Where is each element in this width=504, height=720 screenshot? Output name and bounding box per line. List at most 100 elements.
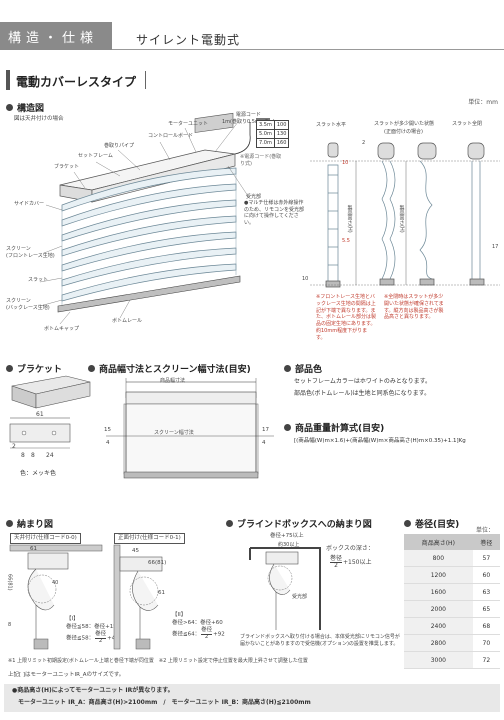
ceiling-fit-title: 天井付け(仕様コード0-0)	[10, 533, 81, 545]
roll-header-height: 商品高さ(H)	[404, 534, 473, 550]
bracket-heading: ブラケット	[6, 362, 62, 375]
fit-heading: 納まり図	[6, 517, 53, 530]
bottom-note-box	[4, 684, 500, 712]
blind-box-top-sub: 約30以上	[278, 542, 300, 548]
slat-label: スラット	[28, 277, 49, 283]
cord-cell: 7.0m	[256, 138, 275, 148]
ceiling-dim-66: 66(81)	[6, 574, 13, 591]
cord-cell: 100	[273, 120, 290, 130]
cord-cell: 5.0m	[256, 129, 275, 139]
table-cell: 2400	[404, 617, 473, 635]
parts-color-line2: 部品色(ボトムレール)は生地と同系色になります。	[294, 390, 431, 397]
ceiling-fit-drawing	[9, 544, 103, 650]
note-left: ※フロントレース生地とバックレース生地の間隔は上記が下端で異なります。また、ボト…	[316, 294, 377, 341]
bullet-icon	[6, 365, 13, 372]
blind-box-note: ブラインドボックスへ取り付ける場合は、本体受光部にリモコン信号が届かないことがあ…	[240, 634, 400, 647]
weight-heading-text: 商品重量計算式(目安)	[295, 424, 385, 434]
bracket-drawing	[9, 375, 91, 449]
state-level-label: スラット水平	[316, 122, 347, 128]
screen-width-heading-text: 商品幅寸法とスクリーン幅寸法(目安)	[99, 365, 251, 375]
bottom-cap-label: ボトムキャップ	[44, 326, 80, 332]
table-cell: 65	[472, 600, 500, 618]
bracket-dim-2: 2	[12, 443, 16, 450]
dim-left-15: 15	[104, 427, 111, 433]
subheader-end-divider	[145, 71, 146, 89]
dim-height-2: 製品高さ(H)	[398, 205, 405, 233]
table-cell: 63	[472, 583, 500, 601]
product-width-label: 商品幅寸法	[160, 378, 186, 384]
table-cell: 2000	[404, 600, 473, 618]
front-note1: 巻径>64：巻径+60	[172, 620, 223, 626]
page-title: サイレント電動式	[136, 33, 241, 47]
section-header: 構造・仕様	[0, 22, 112, 50]
table-cell: 68	[472, 617, 500, 635]
screen-width-label: スクリーン幅寸法	[154, 430, 194, 436]
state-half-sub-label: (正面付けの場合)	[384, 129, 423, 135]
table-cell: 2800	[404, 634, 473, 652]
front-dim-45: 45	[132, 548, 139, 554]
dim-10b: 10	[302, 276, 309, 282]
ceiling-dim-61: 61	[30, 546, 37, 552]
side-cover-label: サイドカバー	[14, 201, 45, 207]
ceiling-dim-8: 8	[8, 622, 12, 628]
front-fit-drawing	[113, 544, 163, 650]
blind-box-heading-text: ブラインドボックスへの納まり図	[237, 520, 372, 530]
ceiling-note1: 巻径≦58：巻径+15	[66, 624, 117, 630]
structure-heading-text: 構造図	[17, 104, 45, 114]
bracket-dim-8a: 8	[21, 452, 25, 459]
slat-states-drawing	[310, 142, 500, 288]
cord-cell: 160	[273, 138, 290, 148]
cord-cell: 130	[273, 129, 290, 139]
table-cell: 70	[472, 634, 500, 652]
bullet-icon	[284, 365, 291, 372]
blind-box-heading: ブラインドボックスへの納まり図	[226, 517, 372, 530]
cord-cell: 3.5m	[256, 120, 275, 130]
dim-17: 17	[492, 244, 499, 250]
bracket-dim-8b: 8	[31, 452, 35, 459]
control-board-label: コントロールボード	[148, 133, 194, 139]
table-cell: 57	[472, 550, 500, 567]
screen-back-label: スクリーン(バックレース生地)	[6, 298, 50, 311]
dim-5-5: 5.5	[342, 238, 350, 244]
dim-left-4: 4	[106, 440, 110, 446]
parts-color-line1: セットフレームカラーはホワイトのみとなります。	[294, 378, 432, 385]
bottom-line-1: ●商品高さ(H)によってモーターユニット IRが異なります。	[12, 687, 174, 694]
front-dim-66: 66(81)	[148, 560, 167, 566]
weight-heading: 商品重量計算式(目安)	[284, 421, 384, 434]
table-cell: 1600	[404, 583, 473, 601]
footnote-1: ※1 上限リミット初期設定(ボトムレール上端と巻径下端が同位置 ※2 上限リミッ…	[8, 658, 308, 664]
dim-right-17: 17	[262, 427, 269, 433]
front-dim-61: 61	[158, 590, 165, 596]
bracket-dim-61: 61	[36, 411, 44, 418]
table-cell: 60	[472, 566, 500, 584]
bracket-color: 色：メッキ色	[20, 470, 57, 477]
state-full-label: スラット全閉	[452, 121, 483, 127]
receiver-label: 受光部	[246, 194, 262, 200]
roll-header-diameter: 巻径	[472, 534, 500, 550]
screen-width-heading: 商品幅寸法とスクリーン幅寸法(目安)	[88, 362, 251, 375]
motor-unit-label: モーターユニット	[168, 121, 209, 127]
table-cell: 3000	[404, 651, 473, 669]
state-half-label: スラットが多少開いた状態	[374, 121, 435, 127]
bullet-icon	[226, 520, 233, 527]
small-note: ※電源コード(巻取り式)	[240, 154, 282, 167]
blind-box-drawing	[249, 547, 321, 630]
ceiling-dim-40: 40	[52, 580, 59, 586]
remote-note: ●マルチ仕様は赤外線操作のため、リモコンを受光部に向けて操作してください。	[244, 200, 305, 226]
dim-10: 10	[342, 160, 349, 166]
screen-front-label: スクリーン(フロントレース生地)	[6, 246, 55, 259]
note-right: ※全閉時はスラットが多少開いた状態が確保されてます。縦方向は製品高さが製品高さと…	[384, 294, 444, 321]
table-cell: 72	[472, 651, 500, 669]
bullet-icon	[404, 520, 411, 527]
roll-heading-text: 巻径(目安)	[415, 520, 460, 530]
bullet-icon	[88, 365, 95, 372]
